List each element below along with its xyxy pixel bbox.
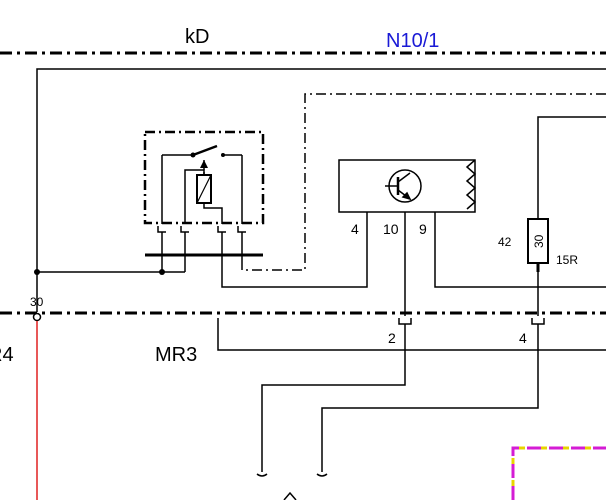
connector-pin-4 [531,318,545,330]
relay-pin-3 [217,226,226,240]
fuse-feed-wire [537,116,606,219]
module-border [245,93,606,271]
label-r4: R4 [0,344,14,366]
relay-coil-lead-left [184,169,205,224]
fuse-number: 42 [498,235,512,249]
pin9-wire [434,212,606,288]
relay-coil-lead-right [203,203,223,224]
fuse-circuit-label: 15R [556,253,578,267]
pin-label-9: 9 [419,221,427,237]
relay-pin-2 [180,226,189,240]
relay-pin-4 [237,226,246,240]
relay-coil-slash [196,174,212,204]
connector-label-4: 4 [519,330,527,346]
component-boundary-magenta [511,446,606,500]
ground-symbol [283,491,297,500]
mr3-boundary [217,318,606,351]
label-n10-1: N10/1 [386,30,439,52]
relay-box [143,130,265,225]
ground-wire-b [321,330,539,472]
control-unit-break [465,159,477,210]
connector-pin-2 [398,318,412,330]
ground-wire-a [261,330,406,472]
terminal-30-point [32,312,42,322]
wire-break-symbol-b [316,473,328,477]
outer-wire [36,68,606,273]
relay-switch-contact-dot [221,153,225,157]
label-mr3: MR3 [155,344,197,366]
transistor-icon [385,169,422,203]
relay-switch-contact [192,144,218,157]
wire-break-symbol-a [256,473,268,477]
component-boundary-yellow [511,446,606,500]
connector-label-2: 2 [388,330,396,346]
control-unit-box [338,159,476,213]
label-kd: kD [185,26,209,48]
relay-pin3-wire [221,212,368,288]
pin-label-4: 4 [351,221,359,237]
relay-connector [157,226,246,240]
junction-dot [159,269,165,275]
pin-label-10: 10 [383,221,399,237]
relay-coil-arrow [200,160,208,168]
fuse-rating: 30 [532,234,546,248]
terminal-30-label: 30 [30,295,44,309]
relay-pin-1 [157,226,166,240]
